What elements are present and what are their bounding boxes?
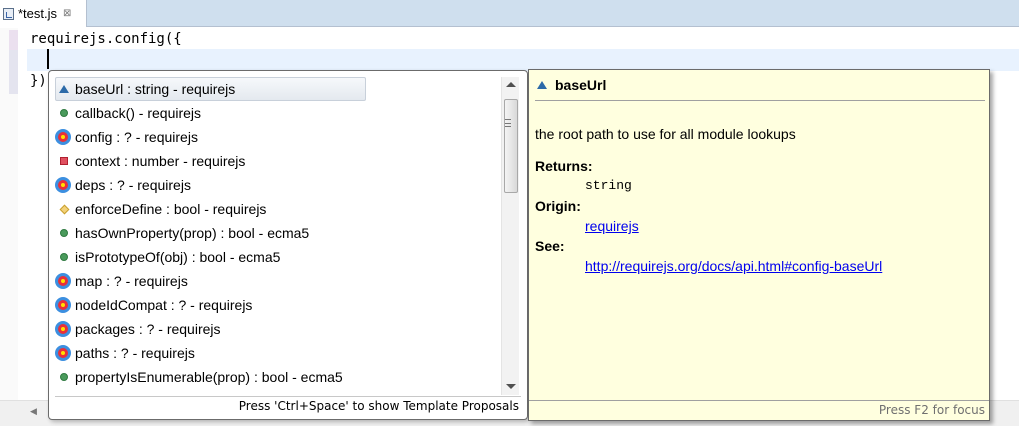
proposal-vertical-scrollbar[interactable] (501, 77, 519, 395)
proposal-item[interactable]: config : ? - requirejs (55, 125, 501, 149)
proposal-item[interactable]: nodeIdCompat : ? - requirejs (55, 293, 501, 317)
proposal-item[interactable]: paths : ? - requirejs (55, 341, 501, 365)
function-green-dot-icon (57, 370, 71, 384)
scrollbar-thumb[interactable] (504, 99, 518, 193)
returns-label: Returns: (535, 158, 593, 174)
see-link[interactable]: http://requirejs.org/docs/api.html#confi… (585, 258, 883, 274)
returns-value: string (585, 178, 632, 193)
editor-tab-bar: *test.js ⊠ (0, 0, 1019, 27)
field-triangle-icon (57, 82, 71, 96)
documentation-popup: baseUrl the root path to use for all mod… (528, 69, 990, 421)
proposal-item[interactable]: propertyIsEnumerable(prop) : bool - ecma… (55, 365, 501, 389)
object-target-icon (55, 177, 71, 193)
proposal-label: callback() - requirejs (75, 105, 202, 121)
proposal-label: nodeIdCompat : ? - requirejs (75, 297, 253, 313)
proposal-list[interactable]: baseUrl : string - requirejs callback() … (55, 77, 501, 395)
object-target-icon (55, 273, 71, 289)
info-body: the root path to use for all module look… (535, 126, 882, 276)
close-icon[interactable]: ⊠ (63, 8, 72, 19)
proposal-item[interactable]: map : ? - requirejs (55, 269, 501, 293)
editor-gutter (0, 28, 18, 400)
current-line-highlight (27, 49, 1019, 71)
object-target-icon (55, 321, 71, 337)
proposal-item[interactable]: packages : ? - requirejs (55, 317, 501, 341)
bool-diamond-icon (57, 202, 71, 216)
see-label: See: (535, 238, 565, 254)
info-header: baseUrl (535, 70, 985, 101)
function-green-dot-icon (57, 250, 71, 264)
proposal-item[interactable]: hasOwnProperty(prop) : bool - ecma5 (55, 221, 501, 245)
proposal-item[interactable]: baseUrl : string - requirejs (55, 77, 366, 101)
origin-label: Origin: (535, 198, 581, 214)
proposal-label: packages : ? - requirejs (75, 321, 221, 337)
object-target-icon (55, 129, 71, 145)
tab-test-js[interactable]: *test.js ⊠ (0, 0, 87, 27)
proposal-label: hasOwnProperty(prop) : bool - ecma5 (75, 225, 310, 241)
content-assist-popup: baseUrl : string - requirejs callback() … (48, 70, 528, 420)
proposal-item[interactable]: deps : ? - requirejs (55, 173, 501, 197)
object-target-icon (55, 345, 71, 361)
field-triangle-icon (537, 81, 547, 89)
scroll-down-icon[interactable] (506, 384, 516, 389)
proposal-label: propertyIsEnumerable(prop) : bool - ecma… (75, 369, 343, 385)
function-green-dot-icon (57, 226, 71, 240)
proposal-label: isPrototypeOf(obj) : bool - ecma5 (75, 249, 281, 265)
ruler (18, 28, 27, 400)
object-target-icon (55, 297, 71, 313)
proposal-label: baseUrl : string - requirejs (75, 81, 236, 97)
origin-link[interactable]: requirejs (585, 218, 639, 234)
change-marker (9, 50, 18, 94)
proposal-label: map : ? - requirejs (75, 273, 188, 289)
tab-label: *test.js (18, 6, 58, 21)
proposal-item[interactable]: callback() - requirejs (55, 101, 501, 125)
proposal-item[interactable]: enforceDefine : bool - requirejs (55, 197, 501, 221)
proposal-label: config : ? - requirejs (75, 129, 198, 145)
proposal-status-text: Press 'Ctrl+Space' to show Template Prop… (55, 396, 521, 415)
scroll-left-icon[interactable]: ◀ (30, 407, 37, 417)
js-file-icon (3, 7, 14, 20)
info-title: baseUrl (555, 77, 607, 93)
text-caret (47, 49, 49, 69)
function-green-dot-icon (57, 106, 71, 120)
number-red-square-icon (57, 154, 71, 168)
change-marker (9, 30, 18, 50)
info-description: the root path to use for all module look… (535, 126, 796, 142)
code-line-3: }) (30, 73, 47, 89)
scroll-up-icon[interactable] (506, 82, 516, 87)
code-line-1: requirejs.config({ (30, 31, 182, 47)
proposal-label: deps : ? - requirejs (75, 177, 191, 193)
proposal-item[interactable]: context : number - requirejs (55, 149, 501, 173)
grip-icon (505, 119, 511, 127)
proposal-label: paths : ? - requirejs (75, 345, 195, 361)
proposal-label: context : number - requirejs (75, 153, 246, 169)
info-status-text: Press F2 for focus (529, 400, 989, 420)
proposal-label: enforceDefine : bool - requirejs (75, 201, 267, 217)
proposal-item[interactable]: isPrototypeOf(obj) : bool - ecma5 (55, 245, 501, 269)
